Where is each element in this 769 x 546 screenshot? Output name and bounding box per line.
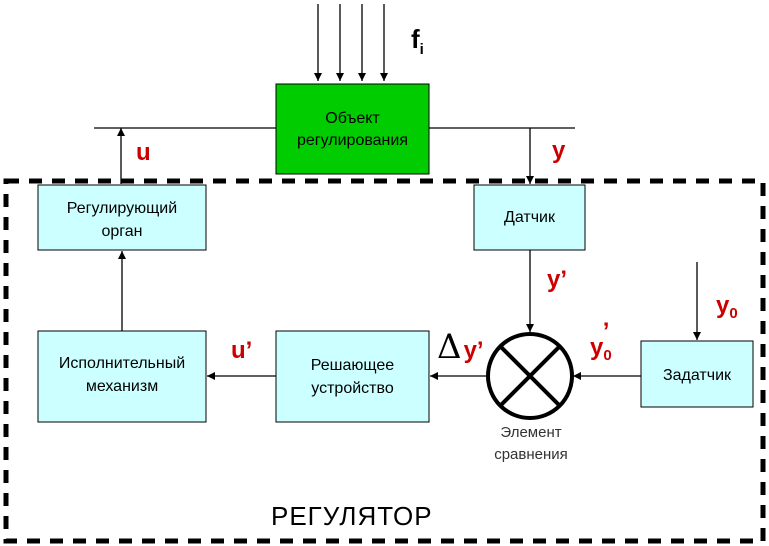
regulating-organ-block: Регулирующий орган bbox=[37, 184, 207, 251]
y-label: y bbox=[552, 137, 566, 164]
actuator-line1: Исполнительный bbox=[59, 355, 185, 372]
comparator-caption-line2: сравнения bbox=[494, 446, 568, 463]
regulating-organ-box bbox=[37, 184, 207, 251]
sensor-box bbox=[473, 184, 586, 251]
delta-y-label: Δy’ bbox=[437, 327, 484, 367]
actuator-block: Исполнительный механизм bbox=[37, 330, 207, 423]
solver-box bbox=[275, 330, 430, 423]
u-prime-label: u’ bbox=[231, 337, 252, 364]
setpoint-box bbox=[640, 340, 754, 408]
disturbance-arrows bbox=[314, 4, 388, 81]
solver-line2: устройство bbox=[311, 380, 394, 397]
comparator-element bbox=[486, 332, 574, 420]
regulating-organ-line1: Регулирующий bbox=[67, 200, 177, 217]
actuator-box bbox=[37, 330, 207, 423]
y-prime-label: y’ bbox=[547, 266, 567, 293]
actuator-line2: механизм bbox=[86, 378, 158, 395]
setpoint-block: Задатчик bbox=[640, 340, 754, 408]
y0-label: y0 bbox=[716, 292, 738, 322]
sensor-block: Датчик bbox=[473, 184, 586, 251]
regulator-label: РЕГУЛЯТОР bbox=[271, 501, 433, 531]
object-block: Объект регулирования bbox=[275, 83, 430, 175]
solver-block: Решающее устройство bbox=[275, 330, 430, 423]
solver-line1: Решающее bbox=[311, 357, 394, 374]
regulating-organ-line2: орган bbox=[101, 223, 142, 240]
sensor-label: Датчик bbox=[504, 209, 556, 226]
comparator-caption-line1: Элемент bbox=[500, 424, 561, 441]
object-label-line1: Объект bbox=[325, 110, 380, 127]
u-label: u bbox=[136, 139, 151, 166]
object-box bbox=[275, 83, 430, 175]
object-label-line2: регулирования bbox=[297, 132, 408, 149]
y0-prime-label: y0’ bbox=[590, 318, 612, 364]
regulator-boundary bbox=[3, 178, 766, 544]
disturbance-label: fi bbox=[411, 24, 424, 58]
setpoint-label: Задатчик bbox=[663, 367, 732, 384]
